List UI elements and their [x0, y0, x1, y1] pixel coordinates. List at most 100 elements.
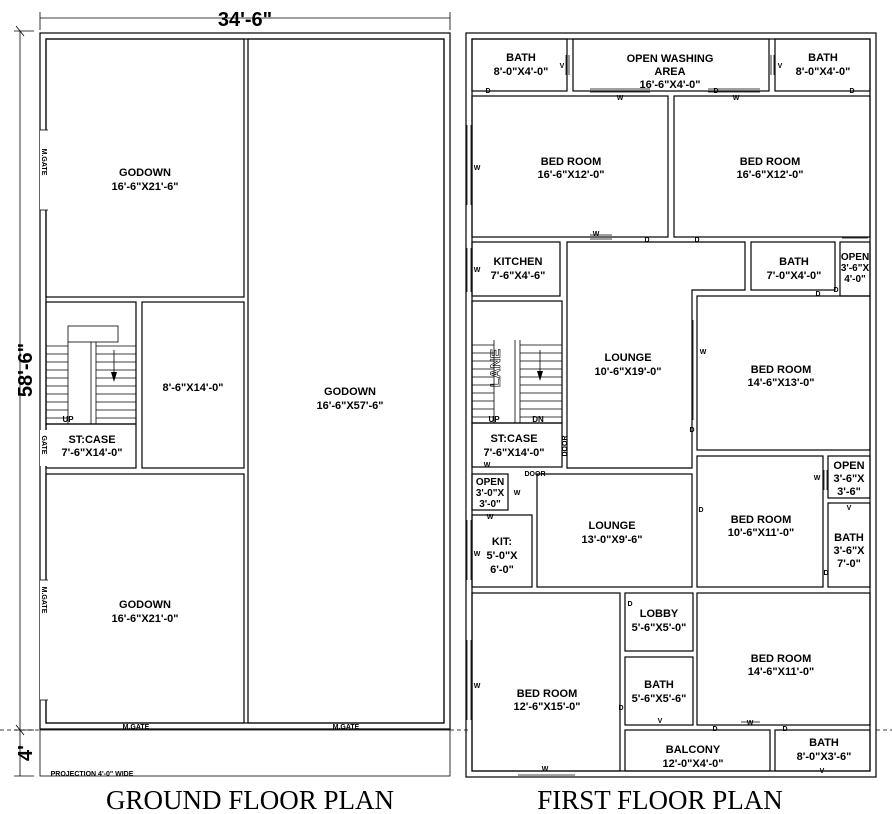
- godown-bottom-name: GODOWN: [119, 599, 171, 611]
- bath-bottom-right-name: BATH: [809, 737, 839, 749]
- bath-right-size-2: 7'-0": [837, 558, 861, 570]
- ground-mid-room-size: 8'-6"X14'-0": [163, 382, 224, 394]
- window-marks: [466, 55, 868, 776]
- balcony-size: 12'-0"X4'-0": [663, 758, 724, 770]
- kitchen-size: 7'-6"X4'-6": [491, 270, 546, 282]
- main-gate-label-bottom-left: M.GATE: [123, 724, 150, 731]
- first-floor-title: FIRST FLOOR PLAN: [537, 785, 783, 814]
- bed-top-left-size: 16'-6"X12'-0": [537, 169, 604, 181]
- window-symbol: W: [617, 95, 624, 102]
- first-floor-plan: UP DN LANE D D D W W V: [465, 32, 892, 814]
- kit-small-size-2: 6'-0": [490, 564, 514, 576]
- door-symbol: D: [833, 287, 838, 294]
- bed-center-right-size: 10'-6"X11'-0": [728, 527, 794, 539]
- lounge-upper-name: LOUNGE: [604, 352, 651, 364]
- bath-mid-name: BATH: [779, 256, 809, 268]
- godown-top-size: 16'-6"X21'-6": [111, 181, 178, 193]
- open-small-left-name: OPEN: [476, 477, 504, 488]
- door-symbol: D: [815, 291, 820, 298]
- bath-right-name: BATH: [834, 532, 864, 544]
- door-symbol: D: [712, 726, 717, 733]
- open-right-size: 3'-6"X: [833, 473, 865, 485]
- bath-lobby-size: 5'-6"X5'-6": [632, 693, 687, 705]
- godown-top-name: GODOWN: [119, 167, 171, 179]
- door-symbol: D: [694, 237, 699, 244]
- bed-center-right-name: BED ROOM: [731, 514, 792, 526]
- window-symbol: W: [484, 462, 491, 469]
- window-symbol: W: [542, 766, 549, 773]
- lounge-lower-name: LOUNGE: [588, 520, 635, 532]
- main-gate-label-top: M.GATE: [40, 149, 47, 176]
- window-symbol: W: [474, 267, 481, 274]
- bath-top-left-name: BATH: [506, 52, 536, 64]
- window-symbol: W: [474, 683, 481, 690]
- ground-floor-title: GROUND FLOOR PLAN: [106, 785, 394, 814]
- open-washing-name-2: AREA: [654, 66, 685, 78]
- first-stair-up-label: UP: [488, 415, 500, 424]
- lane-label: LANE: [487, 349, 503, 387]
- godown-bottom-size: 16'-6"X21'-0": [111, 613, 178, 625]
- projection-note: PROJECTION 4'-0" WIDE: [51, 771, 134, 778]
- open-small-left-size: 3'-0"X: [476, 488, 505, 499]
- bath-top-left-size: 8'-0"X4'-0": [494, 66, 549, 78]
- bed-bottom-left-name: BED ROOM: [517, 688, 578, 700]
- door-window-symbols: D D D W W V V W W D D W D D W D W W W W …: [474, 63, 855, 775]
- kitchen-name: KITCHEN: [494, 256, 543, 268]
- open-small-left-size-2: 3'-0": [479, 499, 501, 510]
- ventilator-symbol: V: [820, 768, 825, 775]
- window-symbol: W: [700, 349, 707, 356]
- door-symbol: D: [644, 237, 649, 244]
- lobby-size: 5'-6"X5'-0": [632, 622, 687, 634]
- window-symbol: W: [593, 231, 600, 238]
- first-floor-staircase: UP DN: [472, 340, 562, 424]
- ground-depth-dimension: 58'-6": [15, 343, 37, 397]
- bed-bottom-right-size: 14'-6"X11'-0": [748, 666, 814, 678]
- ground-stair-up-label: UP: [62, 415, 74, 424]
- bath-top-right-name: BATH: [808, 52, 838, 64]
- bath-bottom-right-size: 8'-0"X3'-6": [797, 751, 852, 763]
- door-symbol: D: [627, 601, 632, 608]
- open-right-name: OPEN: [833, 460, 864, 472]
- balcony-name: BALCONY: [666, 744, 721, 756]
- bed-top-right-name: BED ROOM: [740, 156, 801, 168]
- bed-bottom-left-size: 12'-6"X15'-0": [513, 701, 580, 713]
- ground-width-dimension: 34'-6": [218, 9, 272, 31]
- window-symbol: W: [474, 165, 481, 172]
- ground-staircase: UP: [46, 325, 136, 424]
- first-staircase-size: 7'-6"X14'-0": [484, 447, 545, 459]
- ventilator-symbol: V: [847, 505, 852, 512]
- door-symbol: D: [485, 88, 490, 95]
- main-gate-label-bottom-right: M.GATE: [333, 724, 360, 731]
- open-mid-name: OPEN: [841, 252, 869, 263]
- door-vertical-label: DOOR: [562, 436, 569, 457]
- bath-right-size: 3'-6"X: [833, 545, 865, 557]
- ventilator-symbol: V: [658, 718, 663, 725]
- first-stair-down-label: DN: [532, 415, 544, 424]
- kit-small-size: 5'-0"X: [486, 550, 518, 562]
- bath-lobby-name: BATH: [644, 679, 674, 691]
- open-washing-name: OPEN WASHING: [627, 53, 714, 65]
- bed-mid-right-size: 14'-6"X13'-0": [747, 377, 814, 389]
- window-symbol: W: [487, 514, 494, 521]
- window-symbol: W: [747, 720, 754, 727]
- door-symbol: D: [618, 705, 623, 712]
- open-mid-size: 3'-6"X: [841, 263, 870, 274]
- kit-small-name: KIT:: [492, 536, 512, 548]
- window-symbol: W: [474, 551, 481, 558]
- open-mid-size-2: 4'-0": [844, 274, 866, 285]
- gate-label: GATE: [40, 436, 47, 455]
- lounge-upper-size: 10'-6"X19'-0": [594, 366, 661, 378]
- lounge-lower-size: 13'-0"X9'-6": [582, 534, 643, 546]
- open-right-size-2: 3'-6": [837, 486, 861, 498]
- door-symbol: D: [823, 570, 828, 577]
- bed-mid-right-name: BED ROOM: [751, 364, 812, 376]
- window-symbol: W: [814, 475, 821, 482]
- bed-bottom-right-name: BED ROOM: [751, 653, 812, 665]
- lobby-name: LOBBY: [640, 608, 679, 620]
- door-symbol: D: [782, 726, 787, 733]
- godown-right-size: 16'-6"X57'-6": [316, 400, 383, 412]
- bed-top-left-name: BED ROOM: [541, 156, 602, 168]
- open-washing-size: 16'-6"X4'-0": [640, 79, 701, 91]
- bed-top-right-size: 16'-6"X12'-0": [736, 169, 803, 181]
